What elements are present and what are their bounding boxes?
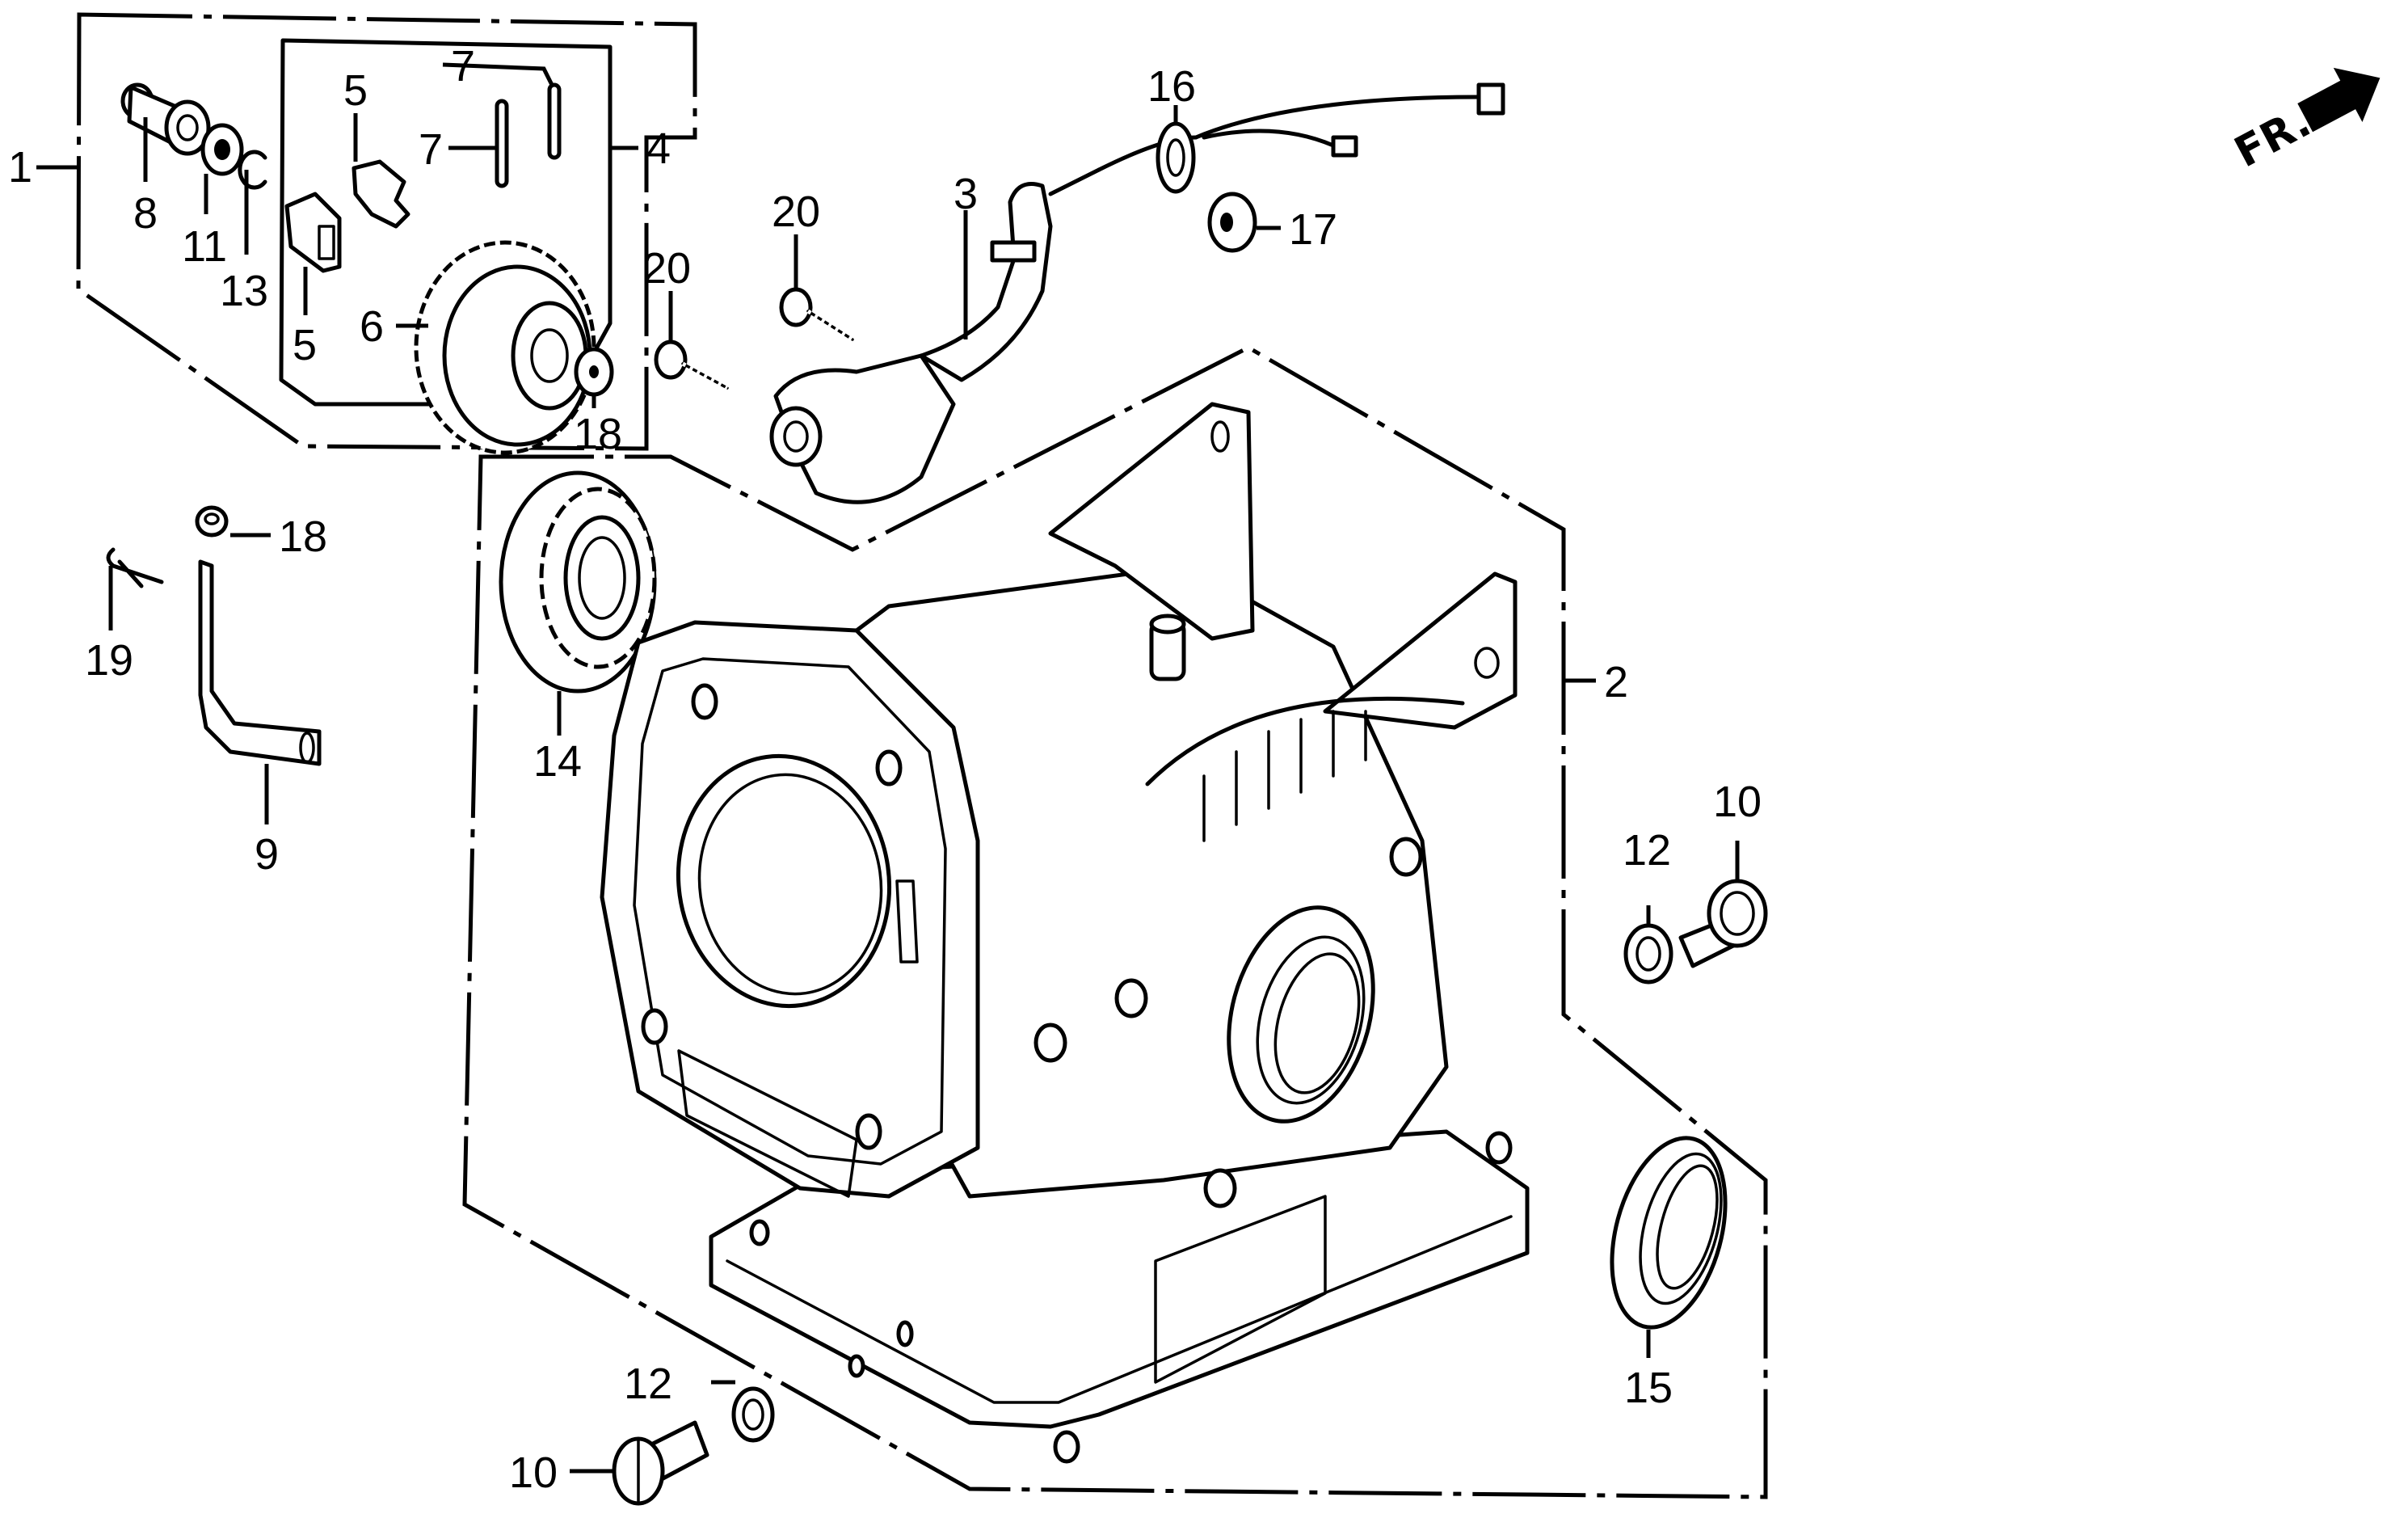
part-10-drain-bolt-right[interactable] — [1678, 879, 1768, 968]
callout-12-bottom: 12 — [624, 1360, 672, 1408]
part-13-clip[interactable] — [238, 150, 267, 190]
front-direction-arrow-icon — [2297, 67, 2381, 133]
part-7-pin-a[interactable] — [495, 99, 509, 188]
callout-15: 15 — [1624, 1364, 1673, 1412]
callout-13: 13 — [220, 267, 268, 315]
part-18-washer-lower[interactable] — [195, 505, 229, 538]
part-7-pin-b[interactable] — [547, 82, 562, 160]
part-2-cylinder-block[interactable] — [600, 402, 1530, 1464]
part-5-governor-slider-b[interactable] — [284, 192, 342, 273]
part-12-sealing-washer-right[interactable] — [1623, 923, 1673, 985]
part-10-drain-bolt-bottom[interactable] — [612, 1420, 709, 1506]
part-14-ball-bearing[interactable] — [499, 470, 657, 694]
callout-20-right: 20 — [772, 188, 820, 236]
callout-2: 2 — [1604, 658, 1628, 706]
callout-11: 11 — [182, 222, 227, 271]
part-3-breather-assembly[interactable] — [769, 82, 1505, 504]
callout-5-lower: 5 — [293, 321, 317, 369]
callout-7-lower: 7 — [419, 125, 443, 174]
leader-lines — [36, 62, 1740, 1474]
callout-1: 1 — [8, 143, 32, 192]
callout-8: 8 — [133, 189, 158, 238]
part-20-flange-bolt-a[interactable] — [654, 339, 729, 390]
part-12-sealing-washer-bottom[interactable] — [731, 1386, 775, 1443]
callout-6: 6 — [360, 302, 384, 351]
group-boundary-2 — [462, 345, 1768, 1499]
part-11-washer[interactable] — [200, 123, 244, 176]
part-17-grommet-cap[interactable] — [1207, 192, 1257, 253]
callout-16: 16 — [1147, 62, 1196, 111]
callout-10-right: 10 — [1713, 778, 1762, 826]
callout-20-left: 20 — [642, 244, 691, 293]
callout-3: 3 — [954, 170, 978, 218]
part-20-flange-bolt-b[interactable] — [779, 287, 854, 342]
part-18-washer-upper[interactable] — [574, 347, 614, 397]
part-5-governor-weight-a[interactable] — [352, 159, 410, 229]
part-19-pin-clip[interactable] — [106, 547, 164, 588]
callout-7-upper: 7 — [451, 42, 475, 91]
callout-labels: 1 2 3 4 5 5 6 7 7 8 9 10 10 11 12 12 13 … — [8, 42, 1762, 1497]
part-6-governor-gear[interactable] — [414, 240, 596, 455]
callout-18-lower: 18 — [279, 512, 327, 561]
callout-12-right: 12 — [1623, 826, 1671, 875]
callout-9: 9 — [255, 830, 279, 879]
part-15-oil-seal[interactable] — [1593, 1125, 1745, 1339]
callout-5-upper: 5 — [343, 66, 368, 115]
callout-14: 14 — [533, 737, 582, 786]
front-direction-indicator: FR. — [2227, 67, 2381, 177]
callout-4: 4 — [646, 124, 671, 173]
callout-10-bottom: 10 — [509, 1448, 558, 1497]
callout-19: 19 — [85, 636, 133, 685]
callout-17: 17 — [1289, 205, 1337, 254]
part-9-governor-arm-shaft[interactable] — [198, 559, 322, 766]
group-boundary-1 — [76, 12, 697, 451]
part-8-governor-shaft-holder[interactable] — [120, 82, 211, 156]
callout-18-upper: 18 — [574, 410, 622, 458]
part-16-grommet[interactable] — [1156, 121, 1196, 194]
